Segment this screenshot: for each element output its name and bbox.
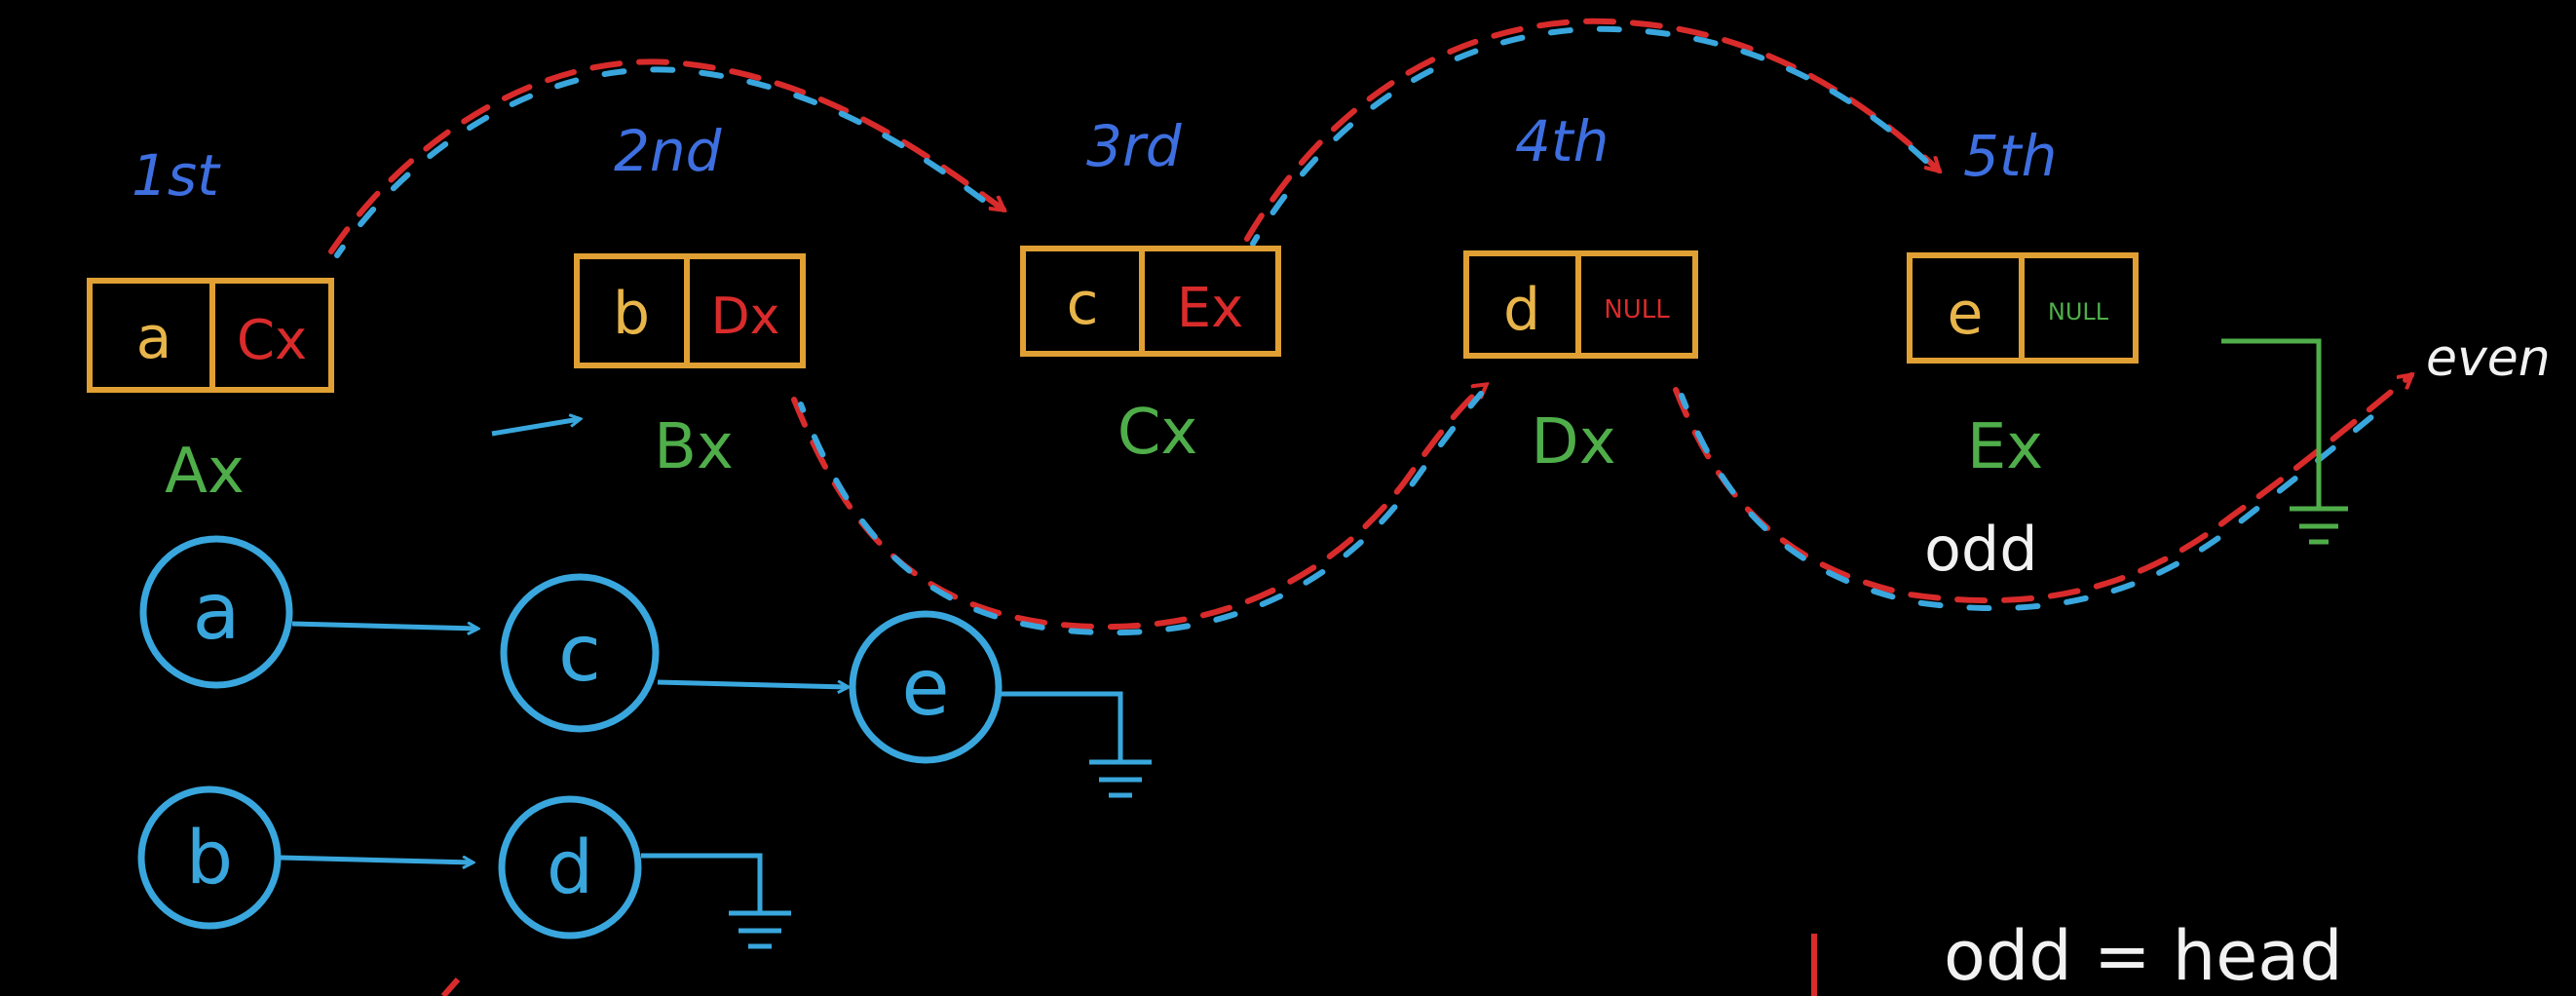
- curve-d-to-even-blue: [1679, 393, 2386, 612]
- node-addresses: Ax Bx Cx Dx Ex: [165, 397, 2043, 508]
- node-address: Ex: [1967, 411, 2043, 483]
- even-node-circle: [137, 785, 282, 930]
- ordinal-label: 3rd: [1086, 113, 1183, 179]
- traversal-curves: [328, 18, 2411, 636]
- node-box-c: [1020, 246, 1281, 357]
- ordinal-labels: 1st 2nd 3rd 4th 5th: [132, 108, 2057, 209]
- ordinal-label: 1st: [132, 142, 221, 209]
- partial-red-stroke: [440, 934, 1817, 996]
- assignment-label: odd = head: [1944, 916, 2343, 996]
- ground-symbol-green: [2221, 338, 2348, 545]
- ordinal-label: 2nd: [614, 118, 723, 184]
- even-label: even: [2426, 329, 2551, 388]
- odd-node-circle: [139, 535, 293, 689]
- node-next: Dx: [711, 287, 780, 346]
- even-link-arrow: [280, 855, 473, 862]
- node-value: e: [1948, 280, 1984, 348]
- odd-link-arrow: [291, 621, 477, 629]
- node-address: Dx: [1531, 406, 1615, 479]
- odd-label: odd: [1924, 514, 2038, 585]
- node-next: Cx: [237, 309, 307, 372]
- node-next: Ex: [1177, 277, 1244, 340]
- odd-node-value: a: [192, 566, 240, 657]
- odd-list: a c e: [139, 535, 1152, 798]
- curve-b-to-d-blue: [798, 391, 1484, 636]
- node-boxes: [87, 246, 2139, 393]
- odd-node-circle: [849, 610, 1003, 764]
- even-node-value: b: [186, 814, 233, 900]
- node-value: c: [1067, 270, 1099, 338]
- ground-symbol: [641, 853, 791, 949]
- even-node-circle: [498, 795, 642, 939]
- even-list: b d: [137, 785, 791, 949]
- odd-node-value: c: [558, 608, 601, 699]
- odd-link-arrow: [657, 679, 848, 687]
- ordinal-label: 4th: [1515, 108, 1609, 174]
- node-next-pointers: Cx Dx Ex NULL: [237, 277, 1670, 372]
- curve-d-to-even: [1673, 375, 2411, 604]
- curve-c-to-e-blue: [1250, 25, 1936, 247]
- node-value: d: [1503, 276, 1540, 344]
- node-value: a: [136, 304, 172, 372]
- node-next: NULL: [2048, 298, 2109, 326]
- curve-c-to-e: [1244, 18, 1939, 242]
- ordinal-label: 5th: [1963, 123, 2057, 189]
- pointer-arrow: [491, 419, 580, 437]
- node-values: a b c d e: [136, 270, 1984, 372]
- odd-node-circle: [500, 573, 660, 733]
- odd-node-value: e: [901, 642, 949, 733]
- node-address: Bx: [654, 411, 734, 483]
- even-node-value: d: [547, 824, 593, 910]
- curve-a-to-c: [328, 58, 1004, 254]
- node-address: Cx: [1118, 397, 1198, 469]
- ground-symbol: [1001, 691, 1152, 798]
- node-address: Ax: [165, 436, 245, 508]
- node-value: b: [613, 280, 650, 348]
- node-next: NULL: [1604, 295, 1670, 325]
